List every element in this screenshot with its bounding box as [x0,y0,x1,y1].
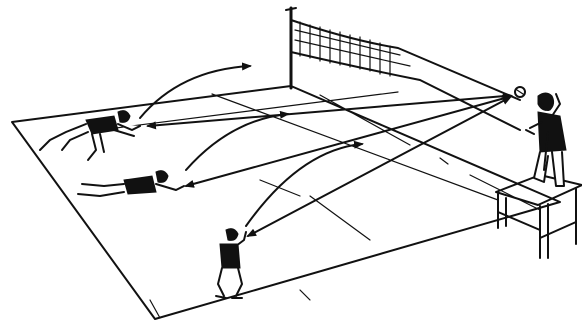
diving-player [40,111,140,160]
referee-platform [496,175,582,258]
sliding-player [78,171,184,196]
crouching-player [216,229,246,298]
coach-figure [526,93,566,186]
trajectory-arrows [140,66,505,236]
